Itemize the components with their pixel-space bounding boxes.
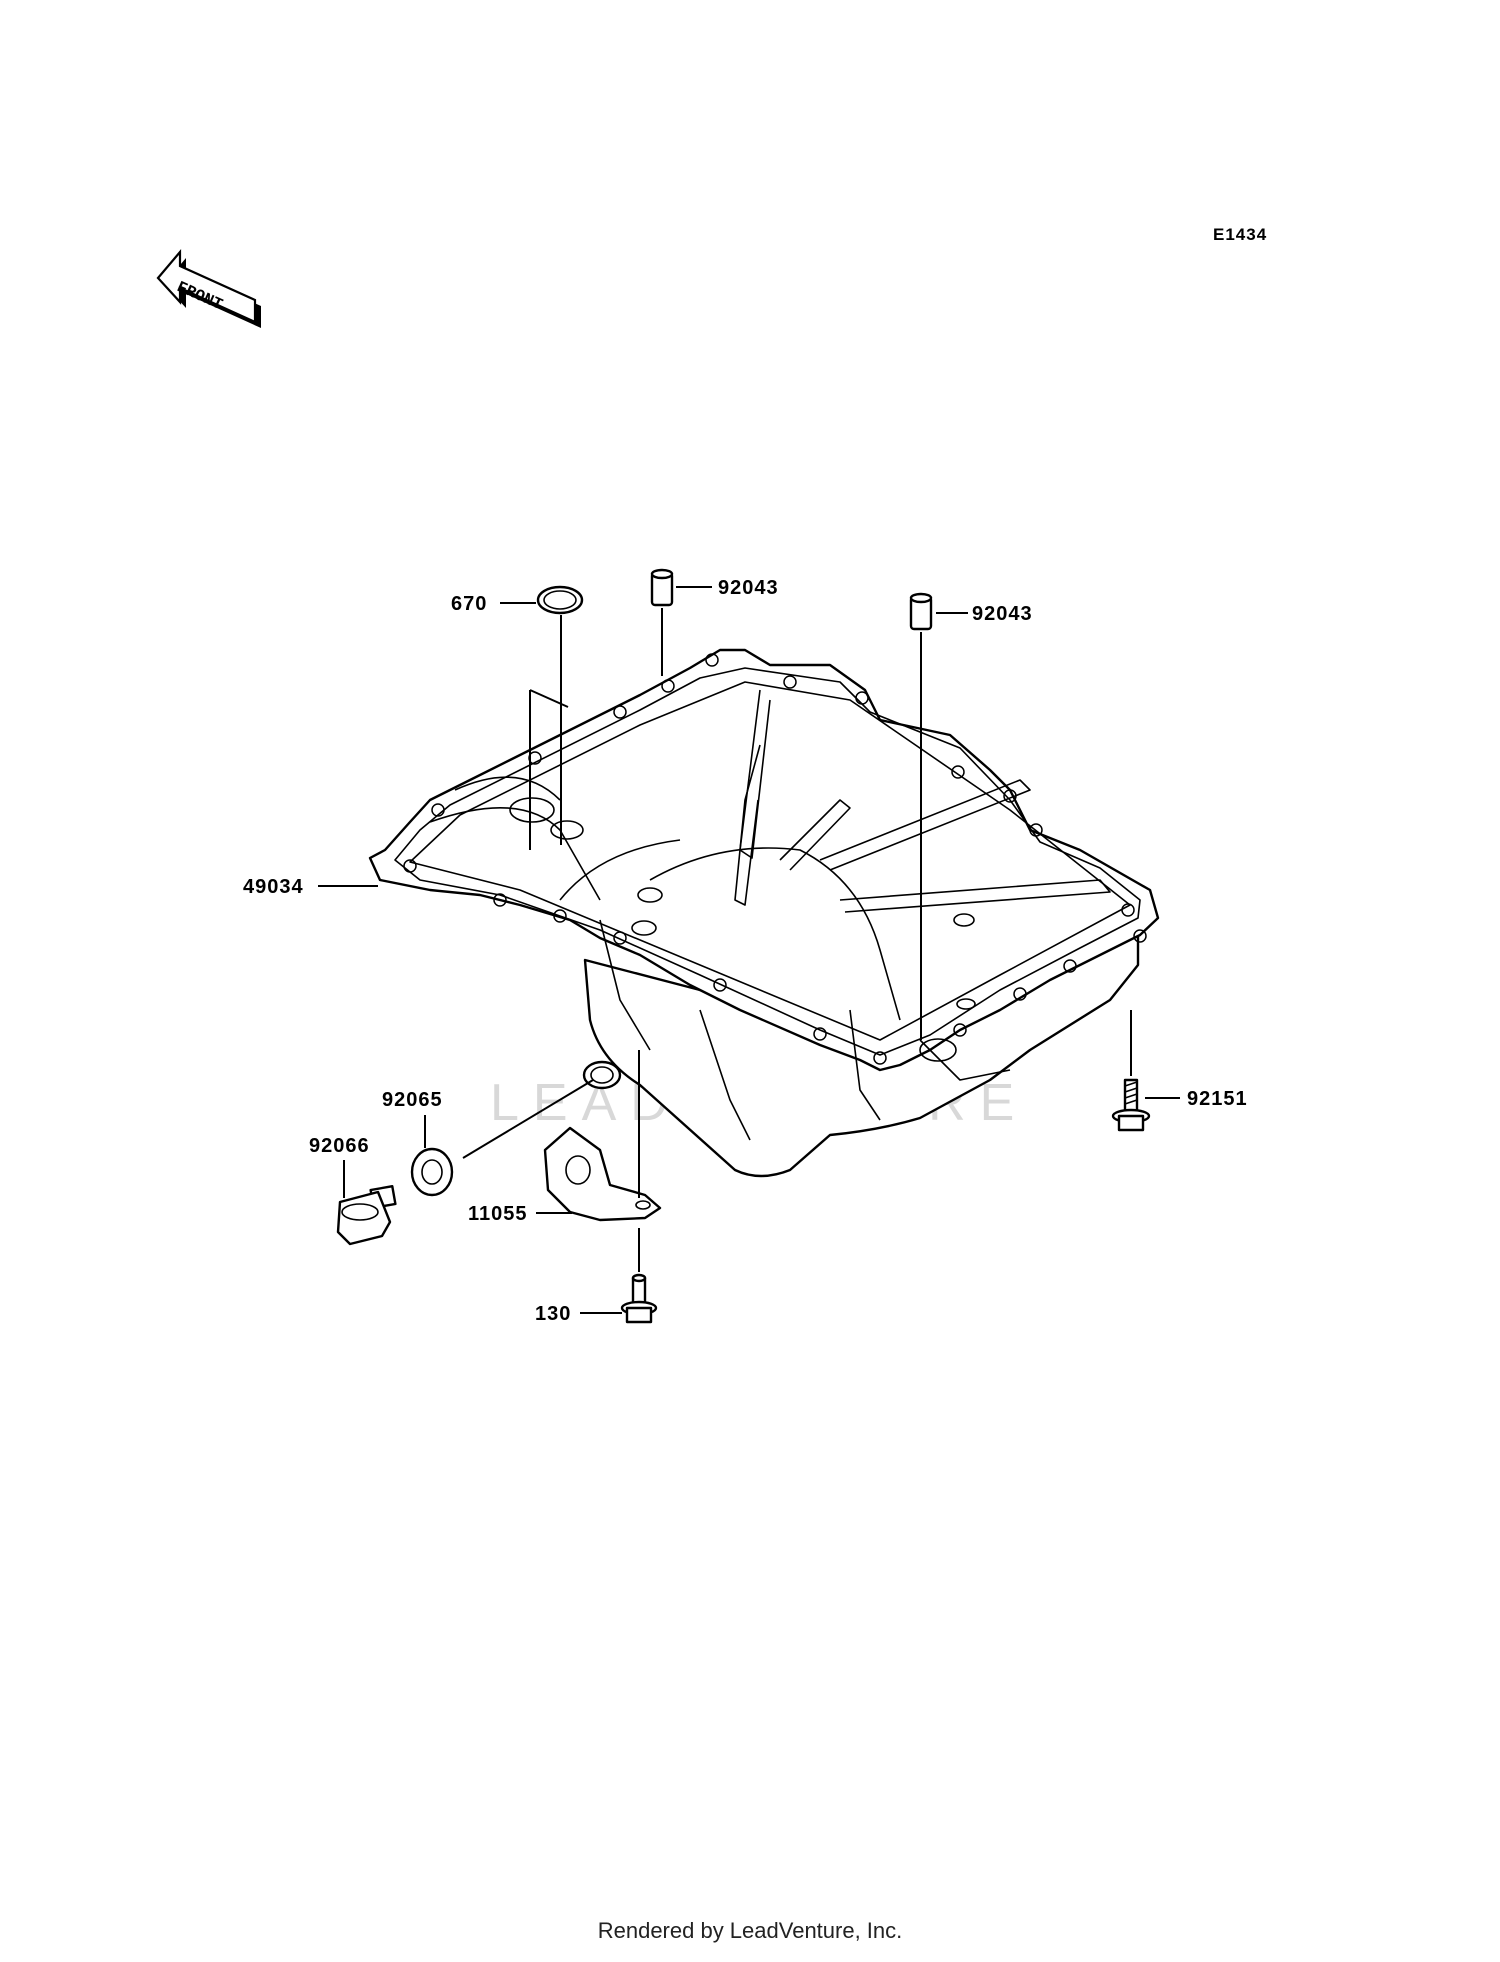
callout-49034: 49034	[243, 876, 304, 898]
diagram-code: E1434	[1213, 225, 1267, 244]
front-arrow-icon: FRONT	[156, 248, 261, 328]
callout-130: 130	[535, 1303, 571, 1325]
callout-92151: 92151	[1187, 1088, 1248, 1110]
callout-92043-left: 92043	[718, 577, 779, 599]
callout-92066: 92066	[309, 1135, 370, 1157]
bracket-11055	[543, 1126, 662, 1222]
dowel-pin-92043-right	[909, 592, 933, 631]
oil-pan	[368, 648, 1160, 1178]
callout-670: 670	[451, 593, 487, 615]
callout-92043-right: 92043	[972, 603, 1033, 625]
callout-11055: 11055	[468, 1203, 528, 1225]
drain-plug-92066	[336, 1185, 397, 1246]
callout-92065: 92065	[382, 1089, 443, 1111]
bolt-130	[620, 1273, 658, 1324]
dowel-pin-92043-left	[650, 568, 674, 607]
leader-lines	[318, 586, 1180, 1314]
washer-92065	[410, 1147, 454, 1197]
footer-credit: Rendered by LeadVenture, Inc.	[597, 1918, 903, 1943]
bolt-92151	[1111, 1078, 1151, 1132]
o-ring-670	[536, 585, 584, 615]
